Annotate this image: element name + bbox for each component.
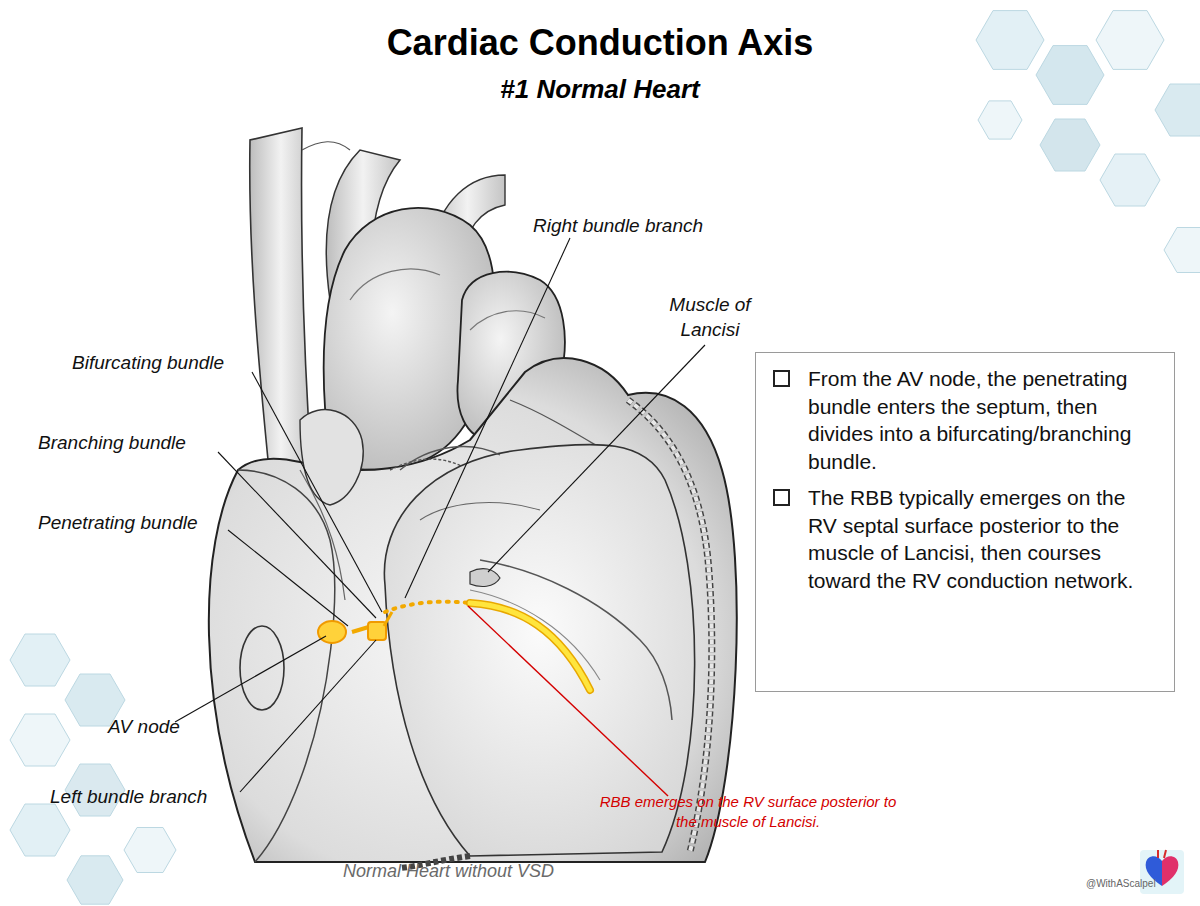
annotation-note: RBB emerges on the RV surface posterior … xyxy=(598,792,898,833)
watermark: @WithAScalpel xyxy=(1086,878,1156,889)
decor-hexagon xyxy=(1100,154,1160,206)
part-label: Right bundle branch xyxy=(533,215,703,237)
caption: Normal Heart without VSD xyxy=(343,861,554,882)
decor-hexagon xyxy=(978,101,1022,139)
decor-hexagon xyxy=(1164,228,1200,273)
decor-hexagon xyxy=(976,11,1044,70)
part-label: Left bundle branch xyxy=(50,786,207,808)
part-label: Penetrating bundle xyxy=(38,512,198,534)
bullet-text: The RBB typically emerges on the RV sept… xyxy=(808,484,1156,595)
part-label: Bifurcating bundle xyxy=(72,352,224,374)
title: Cardiac Conduction Axis xyxy=(0,22,1200,64)
decor-hexagon xyxy=(1096,11,1164,70)
part-label: Muscle of Lancisi xyxy=(655,293,765,342)
decor-hexagon xyxy=(10,634,70,686)
text-box: From the AV node, the penetrating bundle… xyxy=(755,352,1175,692)
decor-hexagon xyxy=(1155,84,1200,136)
subtitle: #1 Normal Heart xyxy=(0,74,1200,105)
decor-hexagon xyxy=(1036,46,1104,105)
decor-hexagon xyxy=(10,714,70,766)
decor-hexagon xyxy=(67,856,123,904)
bullet-text: From the AV node, the penetrating bundle… xyxy=(808,365,1156,476)
part-label: AV node xyxy=(108,716,180,738)
decor-hexagon xyxy=(124,828,176,873)
part-label: Branching bundle xyxy=(38,432,186,454)
decor-hexagon xyxy=(10,804,70,856)
decor-hexagon xyxy=(1040,119,1100,171)
